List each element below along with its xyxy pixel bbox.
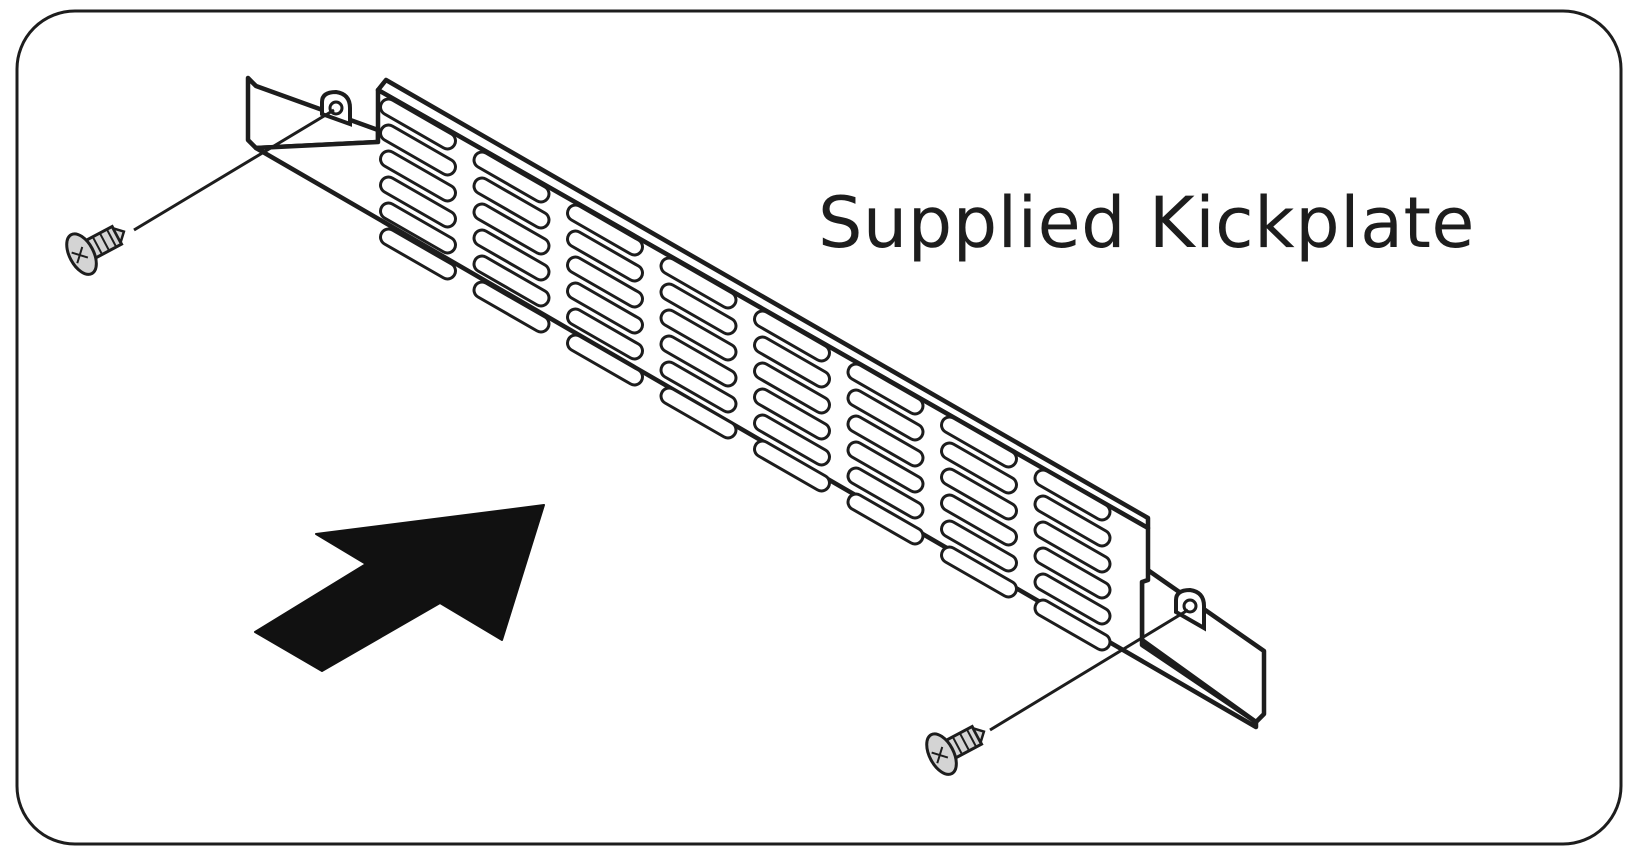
- vent-slot: [379, 227, 457, 281]
- vent-slot: [566, 229, 644, 283]
- vent-slot: [1033, 572, 1112, 626]
- vent-slot: [753, 439, 831, 493]
- vent-slot: [472, 280, 551, 334]
- vent-slot: [472, 150, 551, 204]
- vent-slot: [1033, 468, 1112, 522]
- vent-slot: [940, 467, 1018, 521]
- alignment-line-left: [133, 108, 335, 232]
- ventilation-slots: [379, 97, 1112, 652]
- vent-slot: [940, 493, 1018, 547]
- vent-slot: [659, 308, 738, 362]
- vent-slot: [940, 441, 1018, 495]
- vent-slot: [1033, 494, 1112, 548]
- vent-slot: [753, 387, 831, 441]
- vent-slot: [753, 361, 831, 415]
- vent-slot: [753, 309, 831, 363]
- vent-slot: [1033, 546, 1112, 600]
- vent-slot: [846, 466, 925, 520]
- screw-right-icon: [925, 724, 986, 776]
- vent-slot: [659, 256, 738, 310]
- vent-slot: [940, 519, 1018, 573]
- vent-slot: [472, 176, 551, 230]
- vent-slot: [659, 386, 738, 440]
- vent-slot: [379, 97, 457, 151]
- vent-slot: [846, 440, 925, 494]
- vent-slot: [753, 413, 831, 467]
- vent-slot: [379, 123, 457, 177]
- vent-slot: [940, 415, 1018, 469]
- vent-slot: [566, 307, 644, 361]
- vent-slot: [379, 201, 457, 255]
- vent-slot: [566, 333, 644, 387]
- vent-slot: [846, 414, 925, 468]
- vent-slot: [1033, 598, 1112, 652]
- arrow-up-right-icon: [254, 504, 545, 672]
- vent-slot: [566, 281, 644, 335]
- mounting-tab-left: [320, 89, 352, 127]
- alignment-line-right: [989, 608, 1189, 732]
- vent-slot: [472, 254, 551, 308]
- vent-slot: [379, 175, 457, 229]
- vent-slot: [753, 335, 831, 389]
- kickplate-label: Supplied Kickplate: [818, 182, 1475, 264]
- vent-slot: [566, 255, 644, 309]
- vent-slot: [659, 334, 738, 388]
- screw-left-icon: [65, 224, 126, 276]
- vent-slot: [472, 228, 551, 282]
- vent-slot: [1033, 520, 1112, 574]
- vent-slot: [846, 492, 925, 546]
- vent-slot: [379, 149, 457, 203]
- vent-slot: [659, 282, 738, 336]
- vent-slot: [566, 203, 644, 257]
- vent-slot: [472, 202, 551, 256]
- vent-slot: [846, 388, 925, 442]
- vent-slot: [659, 360, 738, 414]
- vent-slot: [940, 545, 1018, 599]
- vent-slot: [846, 362, 925, 416]
